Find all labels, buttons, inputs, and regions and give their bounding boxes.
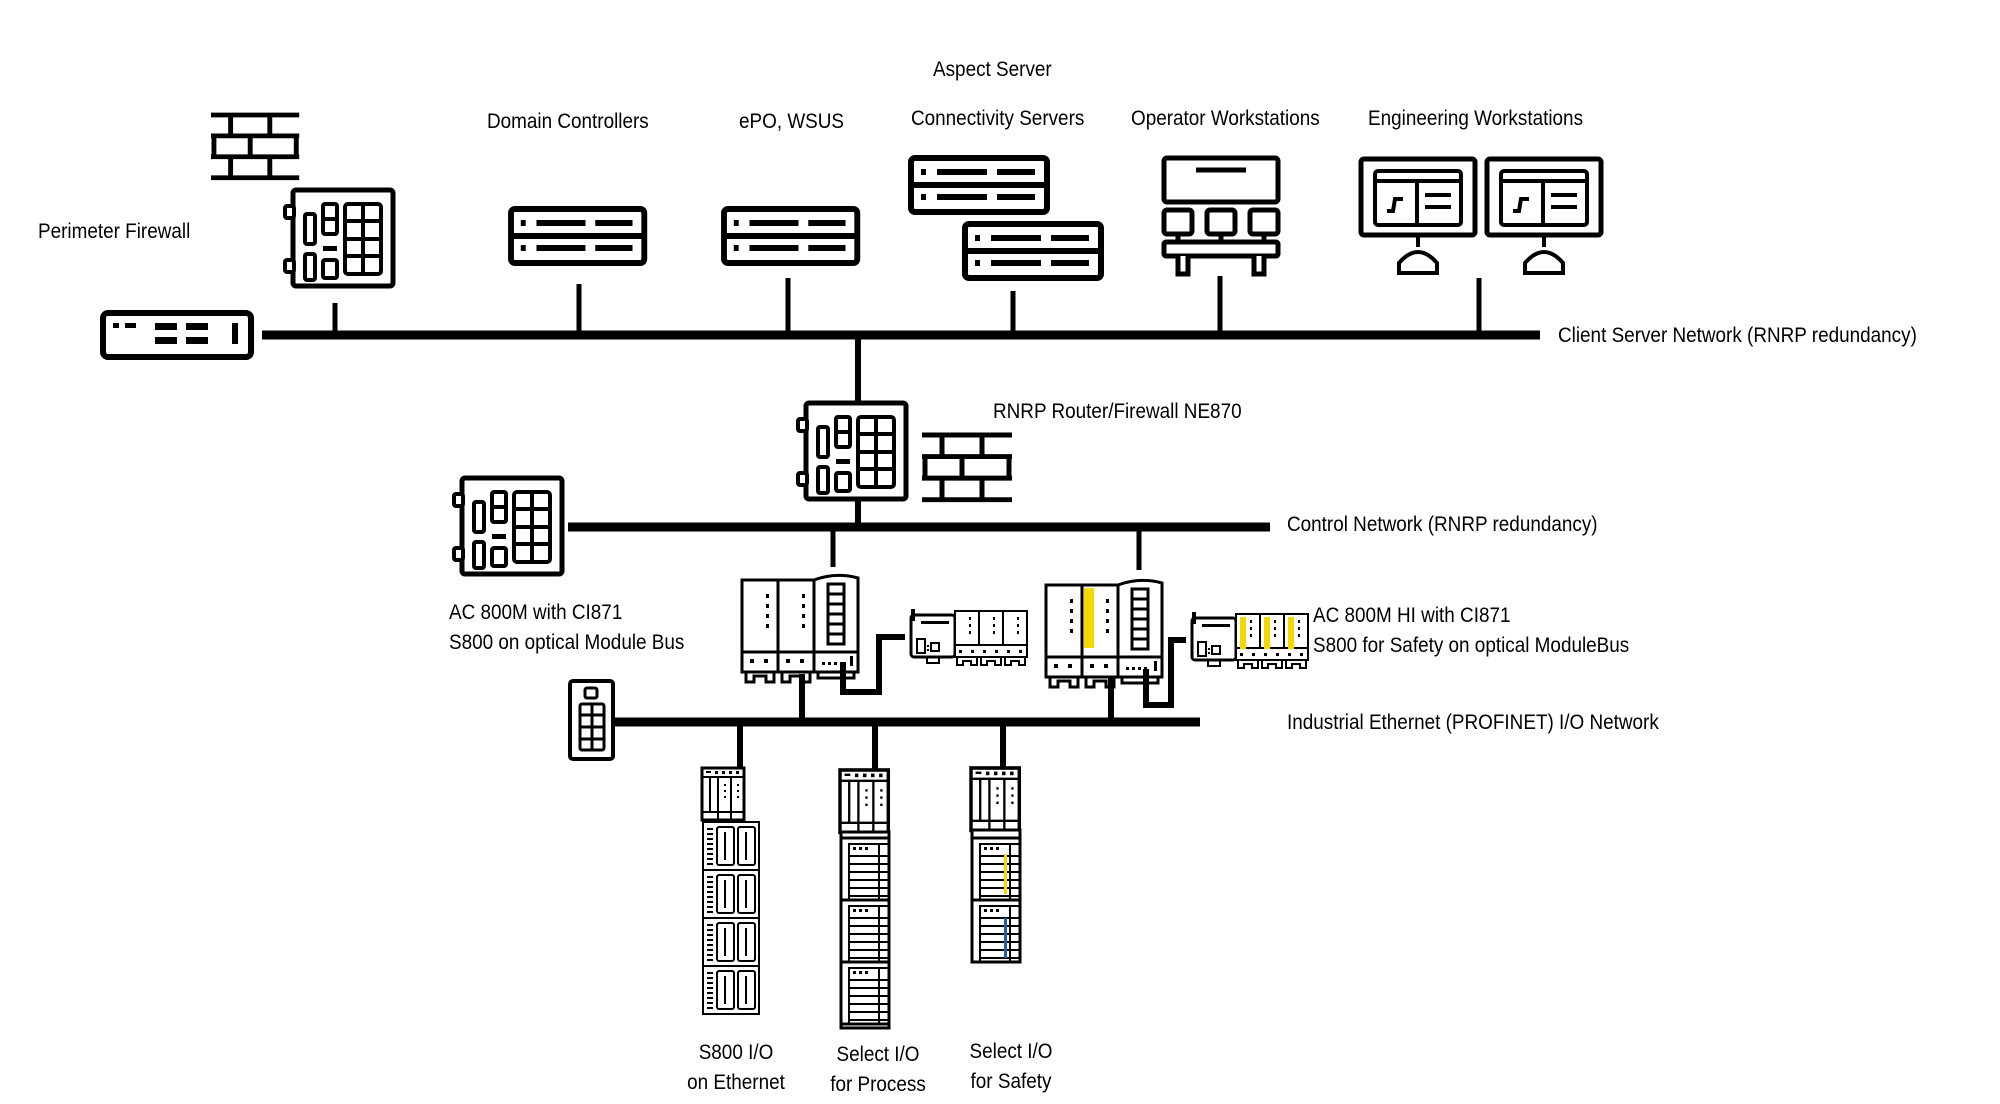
select-io-process-stack-icon bbox=[838, 768, 891, 1030]
domain-controller-server-icon bbox=[511, 209, 644, 263]
ac800mhi-label-line2: S800 for Safety on optical ModuleBus bbox=[1313, 634, 1630, 657]
control-network-router-icon bbox=[454, 478, 562, 574]
select-io-safety-label-line2: for Safety bbox=[970, 1070, 1052, 1093]
select-io-safety-stack-icon bbox=[969, 766, 1022, 964]
ac800m-label-line2: S800 on optical Module Bus bbox=[449, 631, 685, 654]
select-io-process-label-line1: Select I/O bbox=[836, 1043, 920, 1066]
io-network-label: Industrial Ethernet (PROFINET) I/O Netwo… bbox=[1287, 711, 1659, 734]
perimeter-firewall-router-icon bbox=[285, 190, 393, 286]
perimeter-firewall-label: Perimeter Firewall bbox=[38, 220, 191, 243]
select-io-safety-label-line1: Select I/O bbox=[969, 1040, 1053, 1063]
aspect-server-icon bbox=[911, 158, 1047, 212]
io-switch-icon bbox=[568, 679, 615, 761]
rnrp-firewall-brick-icon bbox=[922, 435, 1012, 500]
ac800m-label-line1: AC 800M with CI871 bbox=[449, 601, 623, 624]
rnrp-router-icon bbox=[798, 403, 906, 499]
engineering-workstation-icon bbox=[1361, 159, 1475, 273]
select-io-process-label-line2: for Process bbox=[830, 1073, 926, 1096]
s800-io-stack-icon bbox=[700, 766, 760, 1015]
engineering-workstation-icon bbox=[1487, 159, 1601, 273]
epo-wsus-server-icon bbox=[724, 209, 857, 263]
safety-yellow-marker bbox=[1084, 588, 1094, 648]
connectivity-server-icon bbox=[965, 224, 1101, 278]
rnrp-router-label: RNRP Router/Firewall NE870 bbox=[993, 400, 1242, 423]
control-network-label: Control Network (RNRP redundancy) bbox=[1287, 513, 1598, 536]
safety-yellow-marker bbox=[1004, 854, 1007, 894]
epo-wsus-label: ePO, WSUS bbox=[739, 110, 845, 133]
s800-io-label-line1: S800 I/O bbox=[698, 1041, 774, 1064]
domain-controllers-label: Domain Controllers bbox=[487, 110, 649, 133]
operator-workstations-label: Operator Workstations bbox=[1131, 107, 1320, 130]
s800-module-bus-unit-icon bbox=[909, 607, 1029, 667]
safety-blue-marker bbox=[1004, 918, 1007, 958]
operator-workstation-icon bbox=[1161, 155, 1281, 277]
perimeter-switch-icon bbox=[100, 310, 254, 360]
client-server-network-label: Client Server Network (RNRP redundancy) bbox=[1558, 324, 1917, 347]
perimeter-firewall-brick-icon bbox=[211, 115, 299, 178]
aspect-server-label: Aspect Server bbox=[933, 58, 1052, 81]
ac800mhi-label-line1: AC 800M HI with CI871 bbox=[1313, 604, 1511, 627]
engineering-workstations-label: Engineering Workstations bbox=[1368, 107, 1584, 130]
connectivity-servers-label: Connectivity Servers bbox=[911, 107, 1085, 130]
s800-io-label-line2: on Ethernet bbox=[687, 1071, 785, 1094]
